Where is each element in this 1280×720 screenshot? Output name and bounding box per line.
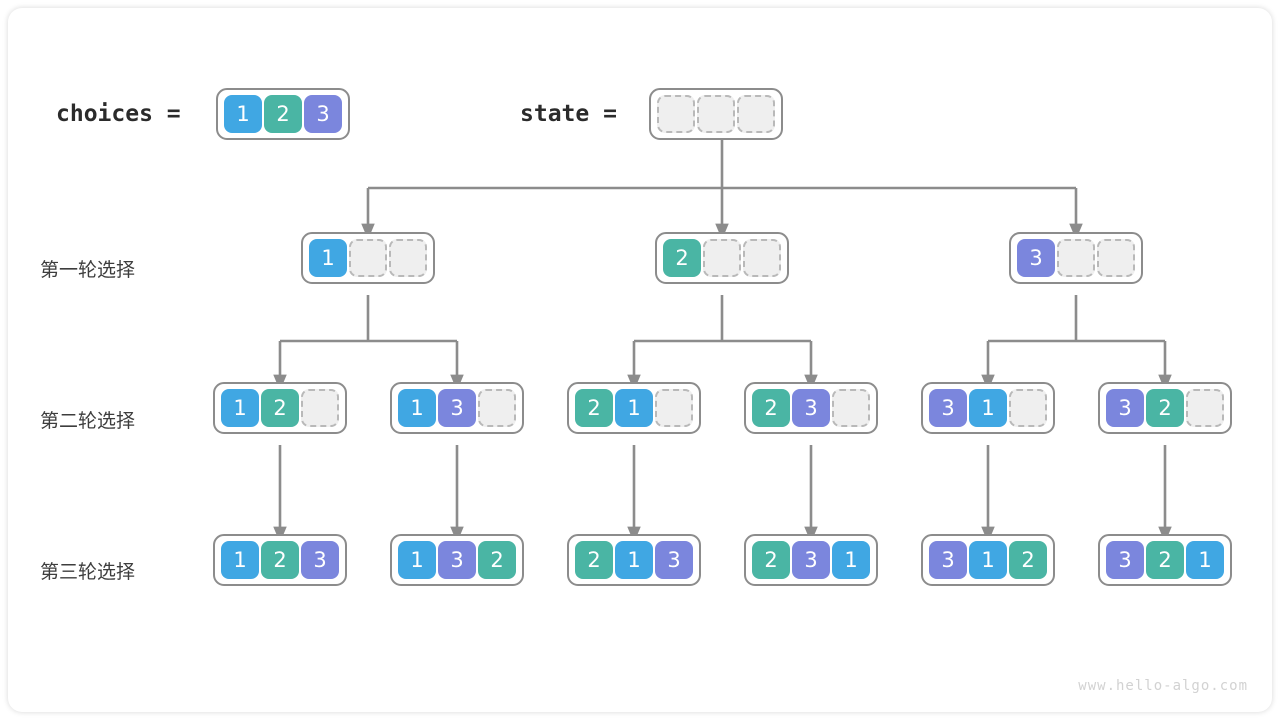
state-1: 1: [301, 232, 435, 284]
cell-value-1: 1: [969, 389, 1007, 427]
cell-value-3: 3: [438, 389, 476, 427]
cell-value-1: 1: [615, 389, 653, 427]
state-3-node: 3: [1009, 232, 1143, 284]
cell-value-2: 2: [752, 541, 790, 579]
cell-value-2: 2: [575, 389, 613, 427]
cell-empty: [349, 239, 387, 277]
cell-empty: [657, 95, 695, 133]
cell-empty: [703, 239, 741, 277]
cell-value-2: 2: [1146, 541, 1184, 579]
choices-label: choices =: [56, 101, 181, 127]
cell-empty: [478, 389, 516, 427]
cell-value-3: 3: [792, 541, 830, 579]
row-label-round1: 第一轮选择: [40, 259, 136, 281]
state-label: state =: [520, 101, 617, 127]
state-1-node: 1: [301, 232, 435, 284]
cell-value-3: 3: [1106, 389, 1144, 427]
state-array: [649, 88, 783, 140]
cell-value-1: 1: [615, 541, 653, 579]
cell-value-2: 2: [478, 541, 516, 579]
row-label-round3: 第三轮选择: [40, 561, 136, 583]
cell-value-3: 3: [792, 389, 830, 427]
cell-value-1: 1: [398, 541, 436, 579]
cell-empty: [1097, 239, 1135, 277]
cell-value-1: 1: [309, 239, 347, 277]
cell-value-3: 3: [301, 541, 339, 579]
cell-empty: [737, 95, 775, 133]
connector-layer: [273, 136, 1172, 543]
cell-empty: [1186, 389, 1224, 427]
row-label-round2: 第二轮选择: [40, 410, 136, 432]
cell-value-2: 2: [264, 95, 302, 133]
cell-value-1: 1: [221, 389, 259, 427]
cell-value-3: 3: [655, 541, 693, 579]
cell-value-1: 1: [224, 95, 262, 133]
cell-value-3: 3: [1017, 239, 1055, 277]
cell-empty: [301, 389, 339, 427]
cell-value-2: 2: [575, 541, 613, 579]
state-2: 2: [655, 232, 789, 284]
cell-value-3: 3: [1106, 541, 1144, 579]
cell-empty: [389, 239, 427, 277]
cell-value-1: 1: [969, 541, 1007, 579]
cell-value-2: 2: [261, 541, 299, 579]
cell-value-3: 3: [929, 541, 967, 579]
watermark: www.hello-algo.com: [1078, 678, 1248, 694]
cell-value-1: 1: [832, 541, 870, 579]
state-2-node: 2: [655, 232, 789, 284]
cell-value-3: 3: [438, 541, 476, 579]
cell-value-2: 2: [752, 389, 790, 427]
cell-value-1: 1: [1186, 541, 1224, 579]
cell-empty: [832, 389, 870, 427]
cell-value-3: 3: [929, 389, 967, 427]
cell-empty: [1057, 239, 1095, 277]
state-cells: [649, 88, 783, 140]
cell-empty: [655, 389, 693, 427]
cell-empty: [1009, 389, 1047, 427]
cell-value-2: 2: [1009, 541, 1047, 579]
state-3: 3: [1009, 232, 1143, 284]
cell-value-2: 2: [663, 239, 701, 277]
cell-value-3: 3: [304, 95, 342, 133]
cell-value-2: 2: [1146, 389, 1184, 427]
cell-empty: [697, 95, 735, 133]
cell-empty: [743, 239, 781, 277]
cell-value-1: 1: [221, 541, 259, 579]
cell-value-1: 1: [398, 389, 436, 427]
cell-value-2: 2: [261, 389, 299, 427]
